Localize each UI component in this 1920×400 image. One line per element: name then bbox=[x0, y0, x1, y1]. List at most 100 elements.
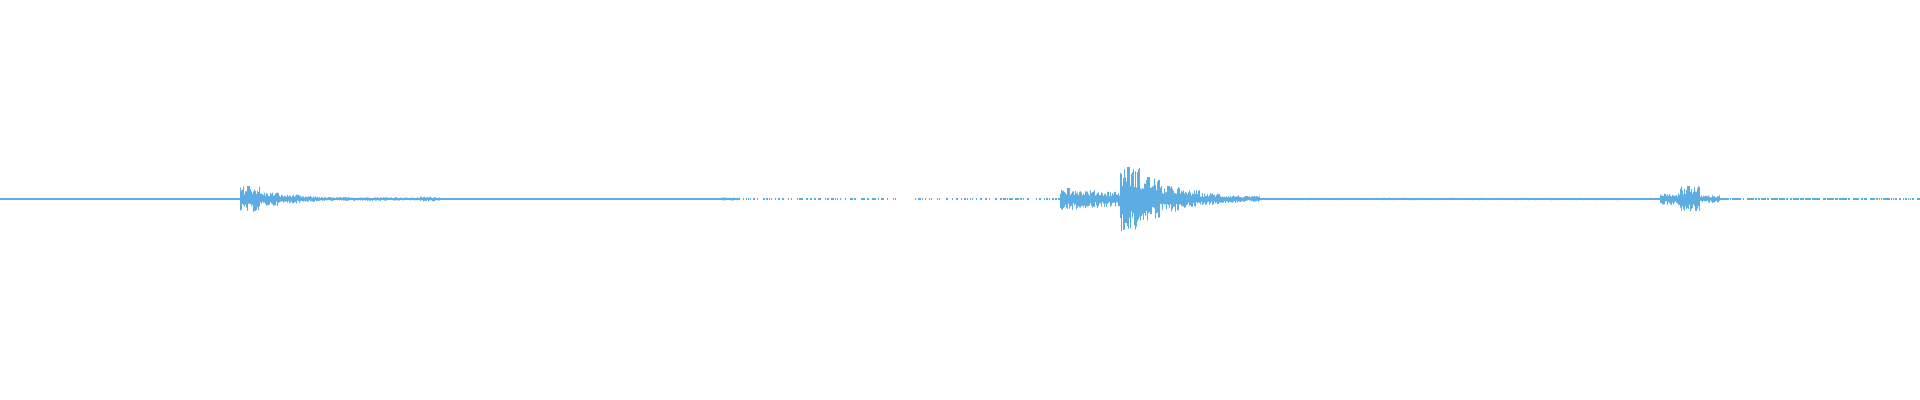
waveform-column bbox=[486, 198, 487, 200]
waveform-column bbox=[1499, 198, 1500, 200]
waveform-column bbox=[1289, 197, 1290, 201]
waveform-column bbox=[750, 198, 751, 200]
waveform-column bbox=[211, 198, 212, 200]
waveform-column bbox=[1503, 197, 1504, 200]
waveform-column bbox=[1864, 198, 1865, 200]
waveform-column bbox=[200, 198, 201, 200]
waveform-column bbox=[548, 198, 549, 200]
waveform-column bbox=[678, 198, 679, 200]
waveform-column bbox=[1553, 198, 1554, 201]
waveform-column bbox=[684, 198, 685, 200]
waveform-column bbox=[314, 197, 315, 202]
waveform-column bbox=[1572, 198, 1573, 200]
waveform-column bbox=[1055, 198, 1056, 200]
waveform-column bbox=[146, 198, 147, 200]
waveform-column bbox=[594, 198, 595, 200]
waveform-column bbox=[738, 198, 739, 200]
waveform-column bbox=[1155, 184, 1156, 219]
waveform-column bbox=[168, 198, 169, 200]
waveform-column bbox=[542, 198, 543, 200]
waveform-column bbox=[670, 198, 671, 200]
waveform-column bbox=[13, 198, 14, 200]
waveform-column bbox=[423, 197, 424, 202]
waveform-column bbox=[1088, 194, 1089, 207]
waveform-column bbox=[85, 198, 86, 200]
waveform-column bbox=[1260, 198, 1261, 200]
waveform-column bbox=[576, 198, 577, 200]
waveform-column bbox=[1643, 198, 1644, 201]
waveform-column bbox=[1887, 198, 1888, 200]
waveform-column bbox=[201, 198, 202, 200]
waveform-column bbox=[763, 198, 764, 200]
waveform-column bbox=[456, 198, 457, 200]
waveform-column bbox=[1167, 186, 1168, 205]
waveform-column bbox=[492, 198, 493, 200]
waveform-column bbox=[160, 198, 161, 200]
waveform-column bbox=[395, 197, 396, 201]
waveform-column bbox=[1588, 198, 1589, 200]
waveform-column bbox=[1237, 196, 1238, 203]
waveform-column bbox=[148, 198, 149, 200]
waveform-column bbox=[468, 198, 469, 200]
waveform-column bbox=[725, 197, 726, 201]
waveform-column bbox=[1439, 198, 1440, 200]
waveform-column bbox=[1640, 198, 1641, 200]
waveform-column bbox=[1768, 198, 1769, 200]
waveform-column bbox=[630, 198, 631, 200]
waveform-column bbox=[644, 198, 645, 200]
waveform-column bbox=[54, 198, 55, 200]
waveform-column bbox=[1551, 198, 1552, 201]
waveform-column bbox=[499, 198, 500, 200]
waveform-column bbox=[1620, 198, 1621, 200]
waveform-column bbox=[1566, 197, 1567, 200]
waveform-column bbox=[754, 198, 755, 200]
waveform-column bbox=[782, 198, 783, 200]
waveform-column bbox=[1722, 198, 1723, 200]
waveform-column bbox=[259, 186, 260, 207]
waveform-column bbox=[1126, 181, 1127, 224]
waveform-column bbox=[208, 198, 209, 200]
waveform-column bbox=[1665, 194, 1666, 202]
waveform-column bbox=[1273, 198, 1274, 200]
waveform-column bbox=[185, 198, 186, 200]
waveform-column bbox=[223, 198, 224, 200]
waveform-column bbox=[522, 198, 523, 200]
waveform-column bbox=[1365, 198, 1366, 200]
waveform-column bbox=[1464, 198, 1465, 200]
waveform-column bbox=[1595, 197, 1596, 201]
waveform-column bbox=[220, 198, 221, 200]
waveform-column bbox=[592, 198, 593, 200]
waveform-column bbox=[477, 198, 478, 200]
waveform-column bbox=[111, 198, 112, 200]
waveform-column bbox=[589, 198, 590, 200]
waveform-column bbox=[1543, 197, 1544, 200]
waveform-column bbox=[565, 198, 566, 200]
waveform-column bbox=[538, 198, 539, 200]
waveform-column bbox=[1349, 197, 1350, 200]
waveform-column bbox=[1393, 198, 1394, 201]
waveform-column bbox=[479, 198, 480, 200]
waveform-column bbox=[1520, 198, 1521, 201]
waveform-column bbox=[1141, 189, 1142, 216]
waveform-column bbox=[113, 198, 114, 200]
waveform-column bbox=[1632, 198, 1633, 201]
waveform-column bbox=[1396, 198, 1397, 200]
waveform-column bbox=[1287, 197, 1288, 201]
waveform-column bbox=[604, 198, 605, 200]
waveform-column bbox=[1341, 197, 1342, 201]
waveform-column bbox=[1625, 198, 1626, 201]
waveform-column bbox=[1327, 198, 1328, 200]
waveform-column bbox=[1254, 196, 1255, 202]
waveform-column bbox=[1912, 198, 1913, 200]
waveform-column bbox=[1158, 180, 1159, 218]
waveform-column bbox=[1687, 186, 1688, 208]
waveform-column bbox=[178, 198, 179, 200]
waveform-column bbox=[1833, 198, 1834, 200]
waveform-column bbox=[1337, 197, 1338, 201]
waveform-column bbox=[417, 197, 418, 200]
waveform-column bbox=[391, 197, 392, 200]
waveform-column bbox=[1243, 196, 1244, 202]
waveform-column bbox=[457, 198, 458, 200]
waveform-column bbox=[737, 198, 738, 201]
waveform-column bbox=[1208, 196, 1209, 202]
